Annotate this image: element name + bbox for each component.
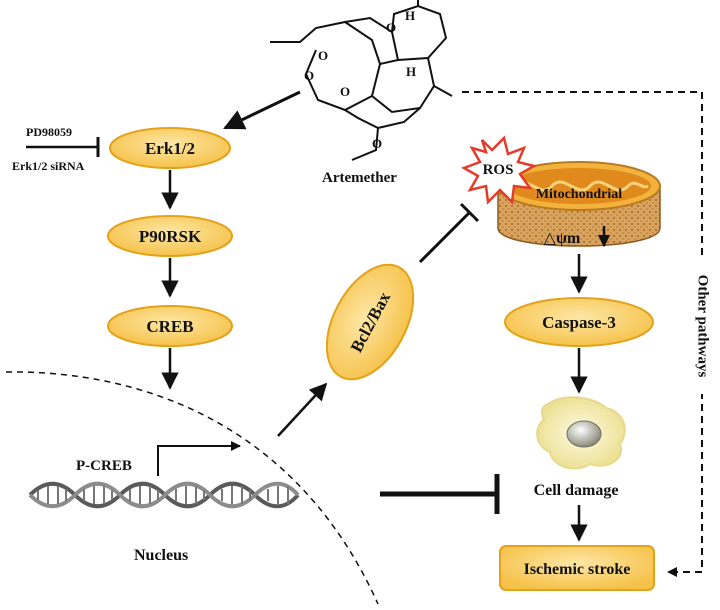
creb-label: CREB <box>146 317 193 336</box>
caspase-label: Caspase-3 <box>542 313 616 332</box>
inhibitor-pd98059: PD98059 <box>26 125 72 139</box>
arrow-artemether-erk <box>223 90 301 130</box>
structure-atom: O <box>304 68 314 83</box>
mitochondrial-label: Mitochondrial <box>536 187 622 202</box>
ischemic-stroke-box <box>499 545 655 591</box>
structure-atom: O <box>386 20 396 35</box>
mitochondrion-icon <box>497 161 661 247</box>
other-pathways-bg <box>690 258 714 394</box>
arrow-nucleus-bcl2bax <box>277 382 328 437</box>
structure-atom: O <box>340 84 350 99</box>
structure-atom: H <box>405 8 415 23</box>
artemether-label: Artemether <box>322 170 397 186</box>
inhibition-line-mito <box>418 210 472 264</box>
ischemic-stroke-label: Ischemic stroke <box>524 561 631 578</box>
p90rsk-label: P90RSK <box>139 227 202 246</box>
ros-label: ROS <box>483 162 514 178</box>
structure-atom: O <box>318 48 328 63</box>
cell-damage-label: Cell damage <box>534 482 619 499</box>
nucleus-label: Nucleus <box>134 547 188 564</box>
dpsi-label: △ψm <box>544 230 581 247</box>
structure-atom: O <box>372 136 382 151</box>
caspase-node <box>504 297 654 347</box>
artemether-structure <box>270 0 453 161</box>
erk-label: Erk1/2 <box>145 139 195 158</box>
other-pathways-label: Other pathways <box>695 275 711 378</box>
inhibitor-sirna: Erk1/2 siRNA <box>12 159 85 173</box>
ros-burst-icon <box>461 135 538 205</box>
p90rsk-node <box>107 215 233 257</box>
structure-atom: H <box>406 64 416 79</box>
nucleus-boundary <box>5 371 379 605</box>
transcription-arrow <box>157 441 241 476</box>
pcreb-label: P-CREB <box>76 458 132 474</box>
damaged-cell-icon <box>536 396 626 470</box>
inhibition-bar-mito <box>459 202 480 223</box>
erk-node <box>109 127 231 169</box>
bcl2bax-node: Bcl2/Bax <box>325 263 415 381</box>
dna-helix-icon <box>28 481 300 509</box>
creb-node <box>107 305 233 347</box>
